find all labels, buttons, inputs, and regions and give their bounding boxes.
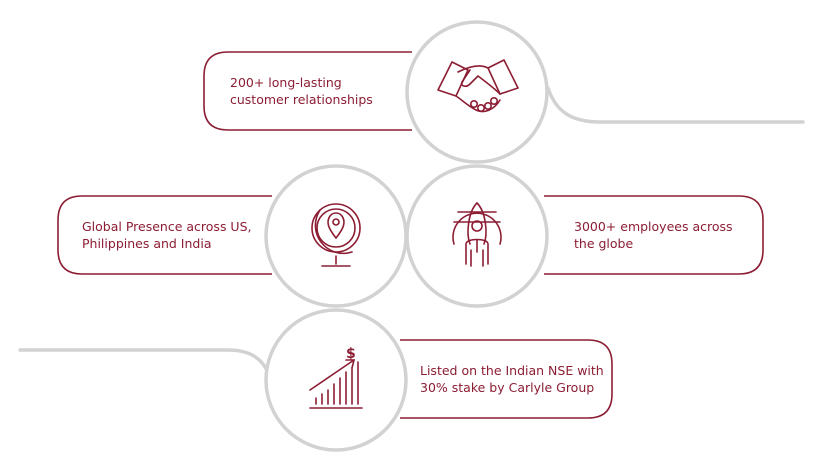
caption-line: 200+ long-lasting bbox=[230, 75, 342, 90]
caption-line: the globe bbox=[574, 236, 634, 251]
growth-chart-dollar-icon bbox=[309, 359, 363, 409]
caption-line: customer relationships bbox=[230, 92, 373, 107]
card-frame-employees bbox=[544, 195, 764, 275]
globe-location-icon bbox=[311, 203, 361, 267]
connector-top-right bbox=[546, 86, 805, 124]
card-frame-global-presence bbox=[57, 195, 272, 275]
circle-global-presence bbox=[264, 164, 408, 308]
circle-employees bbox=[405, 164, 549, 308]
circle-relationships bbox=[405, 20, 549, 164]
circle-listing bbox=[264, 308, 408, 452]
handshake-icon bbox=[437, 59, 519, 113]
caption-global-presence: Global Presence across US, Philippines a… bbox=[82, 218, 251, 252]
caption-line: Global Presence across US, bbox=[82, 219, 252, 234]
icon-circles bbox=[264, 20, 549, 452]
caption-employees: 3000+ employees across the globe bbox=[574, 218, 733, 252]
caption-relationships: 200+ long-lasting customer relationships bbox=[230, 74, 373, 108]
caption-line: 30% stake by Carlyle Group bbox=[420, 380, 595, 395]
globe-person-icon bbox=[452, 202, 502, 267]
card-frames bbox=[57, 51, 764, 419]
card-frame-listing bbox=[400, 339, 613, 419]
caption-line: Philippines and India bbox=[82, 236, 212, 251]
connector-bottom-left bbox=[18, 348, 270, 374]
dollar-sign-icon: $ bbox=[346, 346, 356, 362]
caption-listing: Listed on the Indian NSE with 30% stake … bbox=[420, 362, 604, 396]
caption-line: 3000+ employees across bbox=[574, 219, 733, 234]
card-frame-relationships bbox=[203, 51, 412, 131]
caption-line: Listed on the Indian NSE with bbox=[420, 363, 604, 378]
